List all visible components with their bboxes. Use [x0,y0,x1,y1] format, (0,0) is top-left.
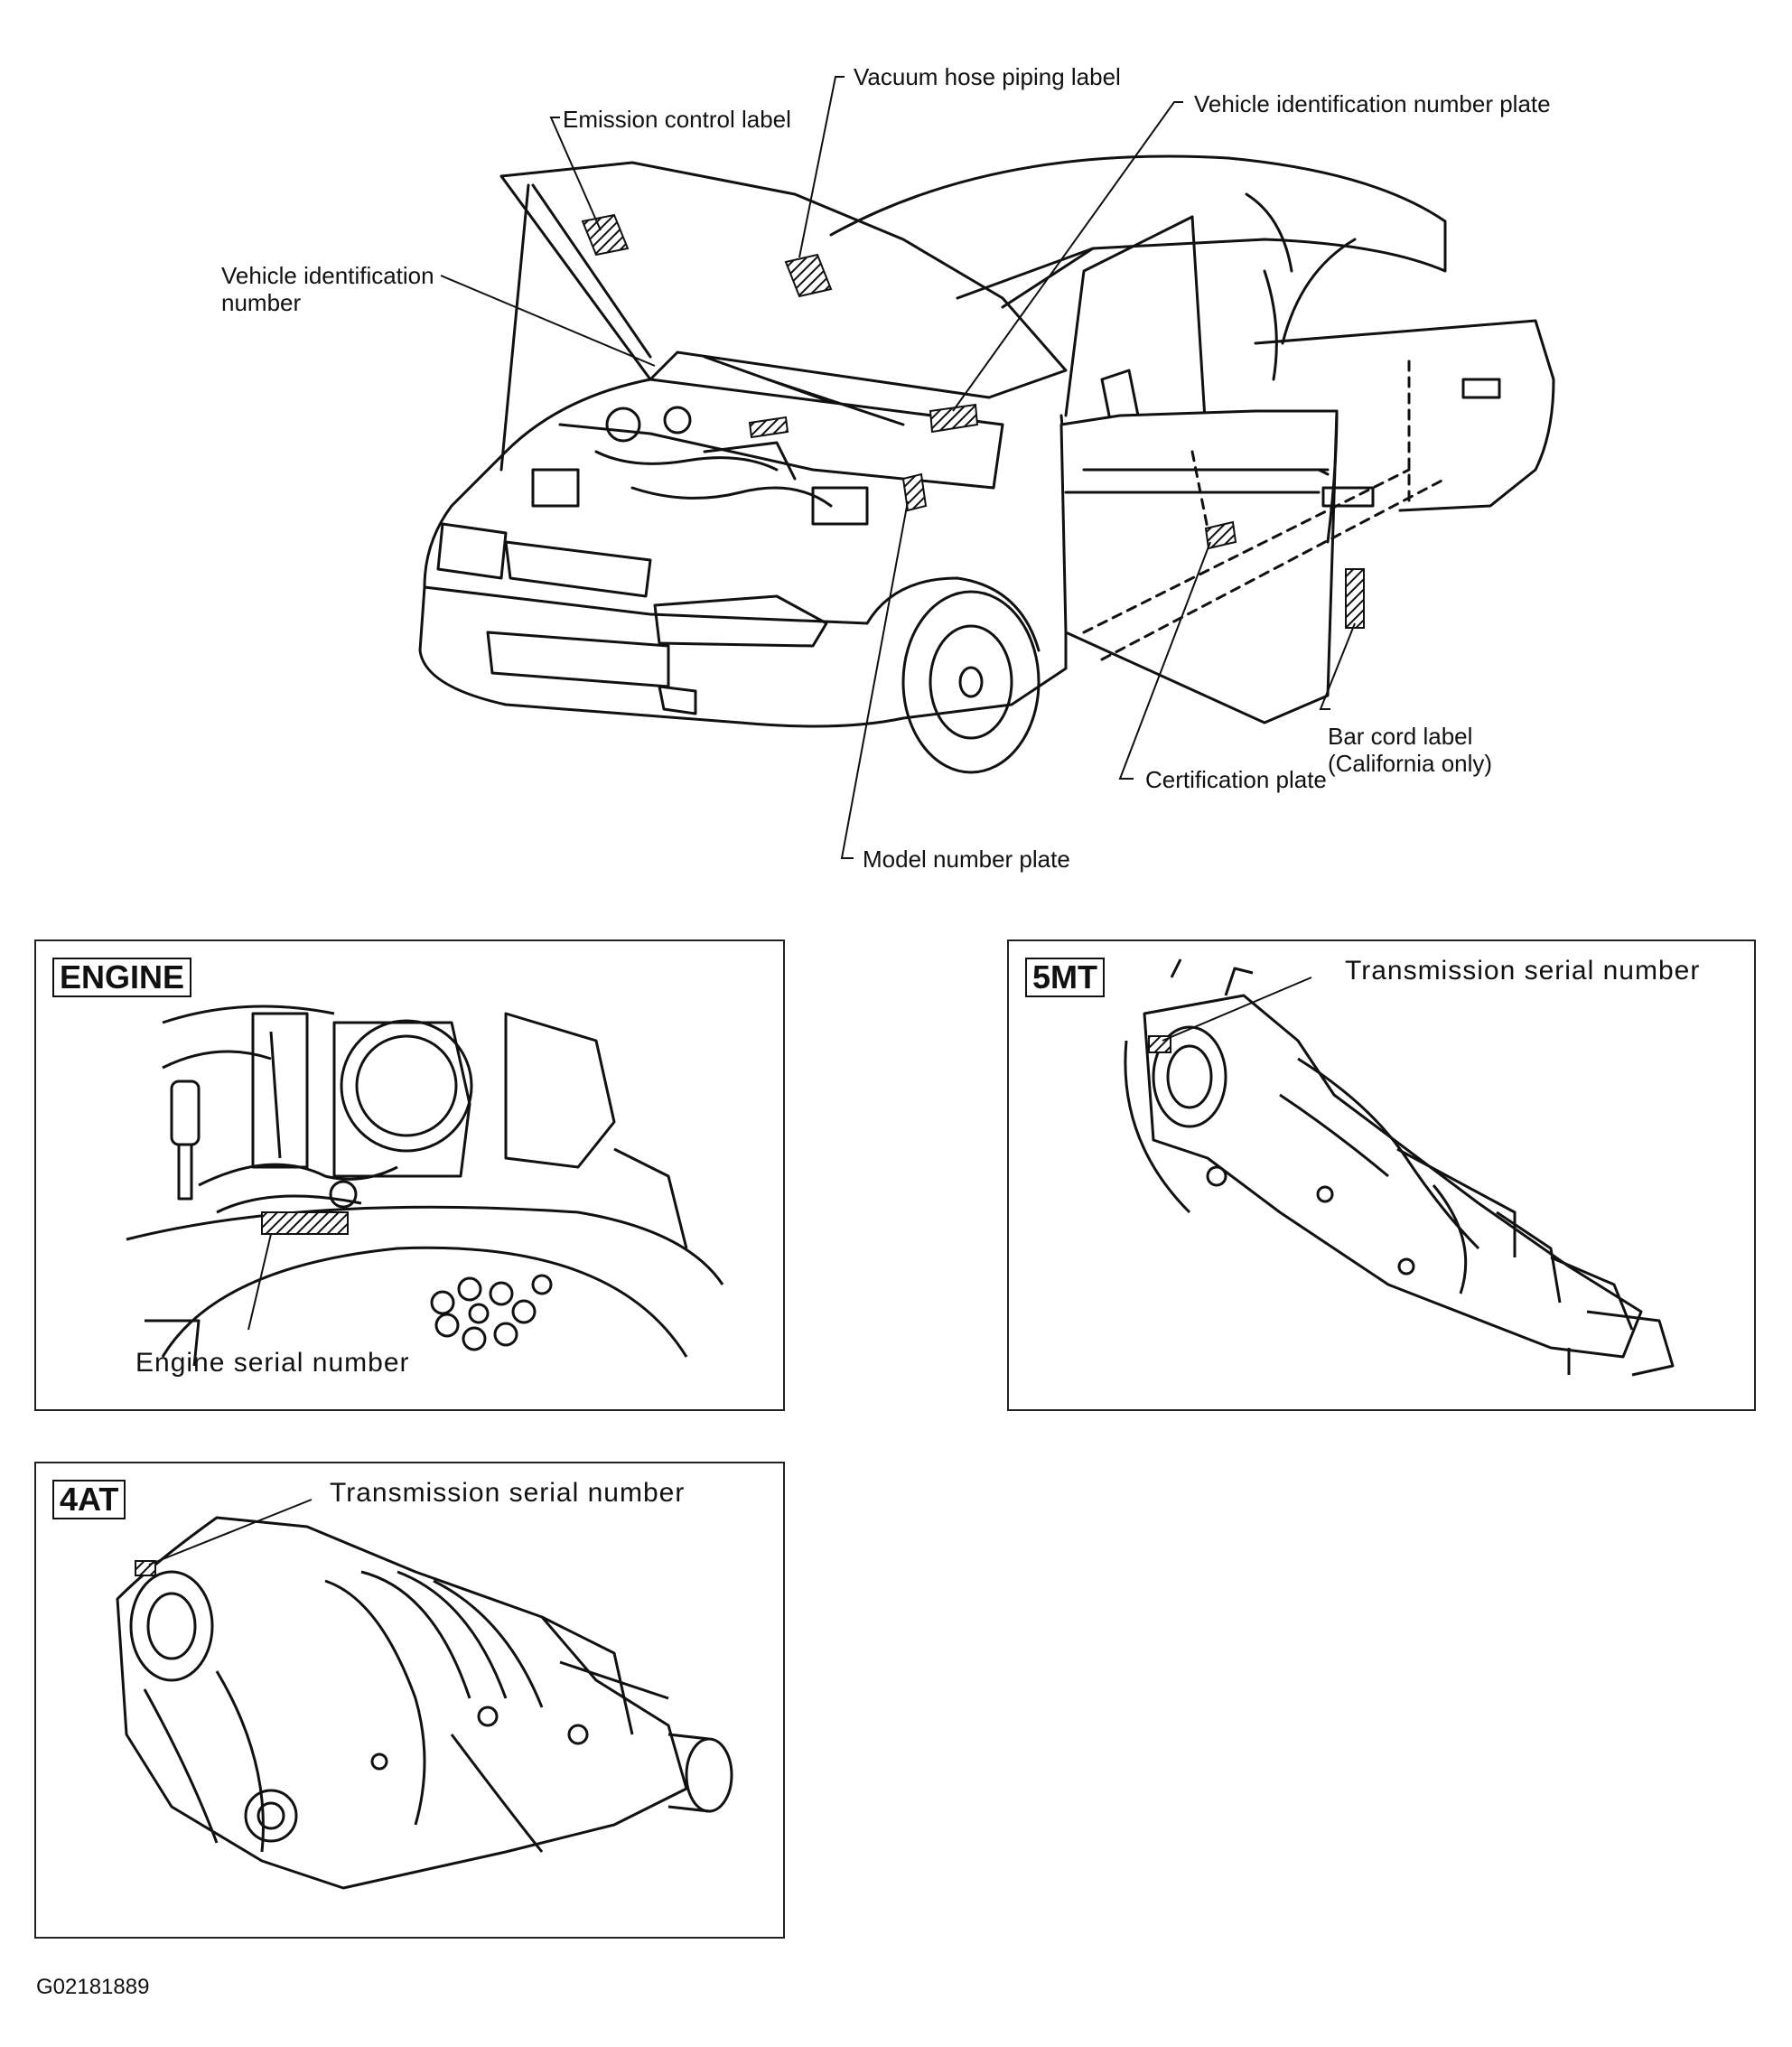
4at-panel: 4AT [34,1462,785,1939]
engine-tag: ENGINE [52,958,192,997]
vin-plate-callout: Vehicle identification number plate [1194,90,1551,117]
car-illustration [418,76,1555,859]
bar-code-label-callout: Bar cord label (California only) [1328,723,1493,777]
engine-panel: ENGINE [34,939,785,1411]
engine-serial-number-label: Engine serial number [135,1348,410,1378]
model-number-plate-callout: Model number plate [863,846,1070,873]
engine-illustration [126,1005,724,1367]
emission-control-label-callout: Emission control label [563,106,791,133]
5mt-transmission-serial-number-label: Transmission serial number [1345,956,1701,986]
5mt-tag: 5MT [1025,958,1105,997]
figure-id: G02181889 [36,1975,150,1999]
5mt-panel: 5MT Transmi [1007,939,1756,1411]
certification-plate-callout: Certification plate [1145,766,1327,793]
4at-transmission-serial-number-label: Transmission serial number [330,1478,686,1508]
vin-callout: Vehicle identification number [221,262,434,316]
vacuum-hose-piping-label-callout: Vacuum hose piping label [854,63,1121,90]
4at-tag: 4AT [52,1480,126,1519]
5mt-transmission-illustration [1124,958,1675,1377]
4at-transmission-illustration [116,1499,733,1890]
